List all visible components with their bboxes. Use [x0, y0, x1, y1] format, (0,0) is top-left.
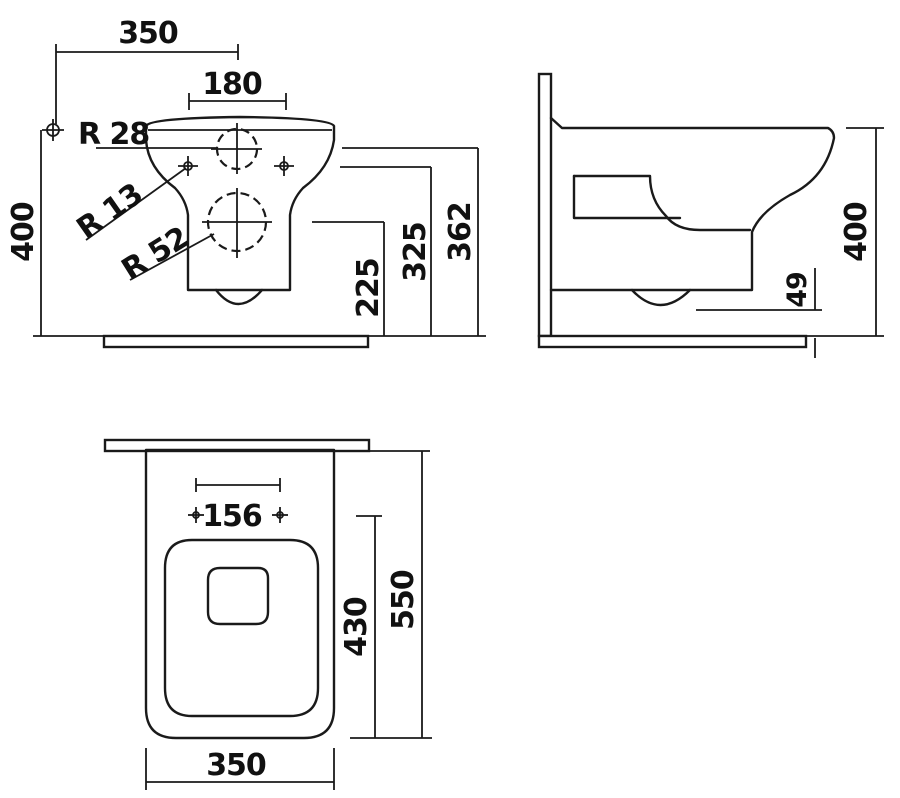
radius-top-label: R 28 [78, 117, 149, 152]
right-bolt-marker [274, 156, 294, 176]
side-floor-plate [537, 334, 808, 349]
top-view: 156 430 550 350 [103, 438, 432, 790]
outlet-height-label: 225 [351, 258, 386, 318]
holes-spacing-label: 180 [202, 67, 262, 102]
inlet-height-label: 362 [443, 202, 478, 262]
bolt-height-label: 325 [398, 222, 433, 282]
front-bowl-outline [144, 115, 336, 292]
depth-label: 550 [386, 570, 421, 630]
fixing-spacing-label: 156 [202, 499, 262, 534]
wall-anchor-marker [42, 119, 64, 141]
side-height-label: 400 [839, 202, 874, 262]
side-bowl-outline [549, 116, 836, 292]
top-bowl-outer [144, 448, 336, 740]
radius-small-label: R 13 [71, 177, 149, 247]
side-trapway [572, 174, 752, 232]
r13-leader [85, 167, 187, 241]
top-inner-bowl [206, 566, 270, 626]
front-height-label: 400 [6, 202, 41, 262]
seat-depth-label: 430 [339, 597, 374, 657]
side-wall-plate [537, 72, 553, 338]
front-outlet-bulge [214, 288, 264, 306]
fixing-left-marker [188, 507, 204, 523]
radius-large-label: R 52 [116, 220, 195, 287]
side-view: 400 49 [537, 72, 884, 358]
front-floor-plate [102, 334, 370, 349]
clearance-label: 49 [782, 272, 813, 308]
side-trapway-lower [572, 174, 682, 220]
side-outlet-bulge [630, 288, 692, 307]
front-width-label: 350 [118, 16, 178, 51]
top-width-label: 350 [206, 748, 266, 783]
front-view: 350 180 R 28 R 13 R 52 400 225 325 [6, 16, 486, 349]
fixing-right-marker [272, 507, 288, 523]
left-bolt-marker [178, 156, 198, 176]
r52-leader [129, 233, 215, 281]
top-seat-outline [163, 538, 320, 718]
